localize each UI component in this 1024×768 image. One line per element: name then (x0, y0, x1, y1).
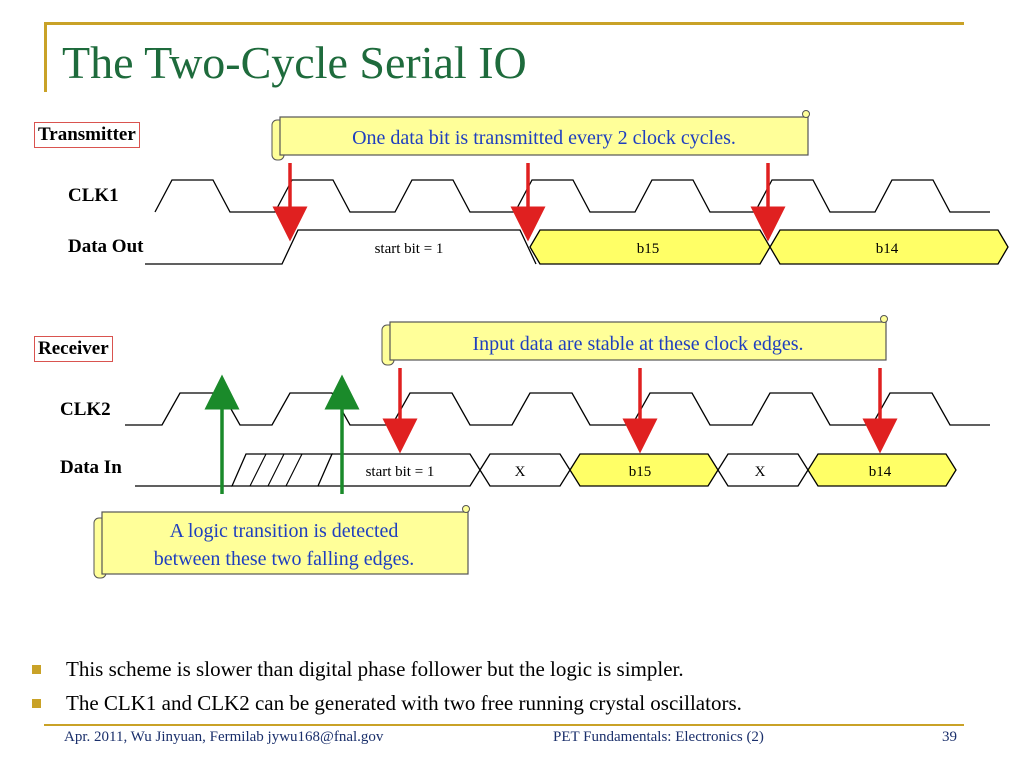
bullet-item-2: The CLK1 and CLK2 can be generated with … (30, 686, 990, 720)
tx-callout-text: One data bit is transmitted every 2 cloc… (352, 127, 736, 149)
detect-callout-line1: A logic transition is detected (170, 520, 399, 542)
bullet-text-1: This scheme is slower than digital phase… (66, 657, 684, 681)
data-out-label: Data Out (68, 236, 144, 257)
bullet-item-1: This scheme is slower than digital phase… (30, 652, 990, 686)
data-in-b14: b14 (869, 464, 892, 480)
timing-diagram: start bit = 1 b15 b14 One data bit is tr… (93, 110, 1009, 579)
data-in-label: Data In (60, 457, 122, 478)
tx-callout: One data bit is transmitted every 2 cloc… (271, 110, 810, 161)
footer-left: Apr. 2011, Wu Jinyuan, Fermilab jywu168@… (64, 729, 384, 745)
page-number: 39 (942, 729, 957, 745)
bullet-text-2: The CLK1 and CLK2 can be generated with … (66, 691, 742, 715)
slide-title: The Two-Cycle Serial IO (62, 37, 527, 88)
title-frame-horizontal (44, 22, 964, 25)
data-in-start-bit: start bit = 1 (366, 464, 435, 480)
clk1-waveform (154, 179, 990, 213)
data-in-x1: X (515, 464, 526, 480)
bullet-square-icon (32, 665, 41, 674)
clk2-label: CLK2 (60, 399, 111, 420)
rx-callout: Input data are stable at these clock edg… (381, 315, 888, 366)
footer-center: PET Fundamentals: Electronics (2) (553, 729, 764, 745)
data-out-start-bit: start bit = 1 (375, 241, 444, 257)
data-out-low-line (145, 229, 537, 265)
bullet-square-icon (32, 699, 41, 708)
clk2-waveform (125, 392, 990, 426)
detect-callout-line2: between these two falling edges. (154, 548, 414, 570)
detect-callout: A logic transition is detected between t… (93, 505, 470, 579)
title-frame-vertical (44, 22, 47, 92)
data-in-b15: b15 (629, 464, 652, 480)
transmitter-label: Transmitter (34, 122, 140, 148)
bullet-list: This scheme is slower than digital phase… (30, 652, 990, 720)
footer-divider (44, 724, 964, 726)
data-in-b14-cell (807, 453, 957, 487)
rx-callout-text: Input data are stable at these clock edg… (473, 333, 804, 355)
receiver-label: Receiver (34, 336, 113, 362)
clk1-label: CLK1 (68, 185, 119, 206)
data-out-b15: b15 (637, 241, 660, 257)
data-out-b14: b14 (876, 241, 899, 257)
data-in-x2: X (755, 464, 766, 480)
